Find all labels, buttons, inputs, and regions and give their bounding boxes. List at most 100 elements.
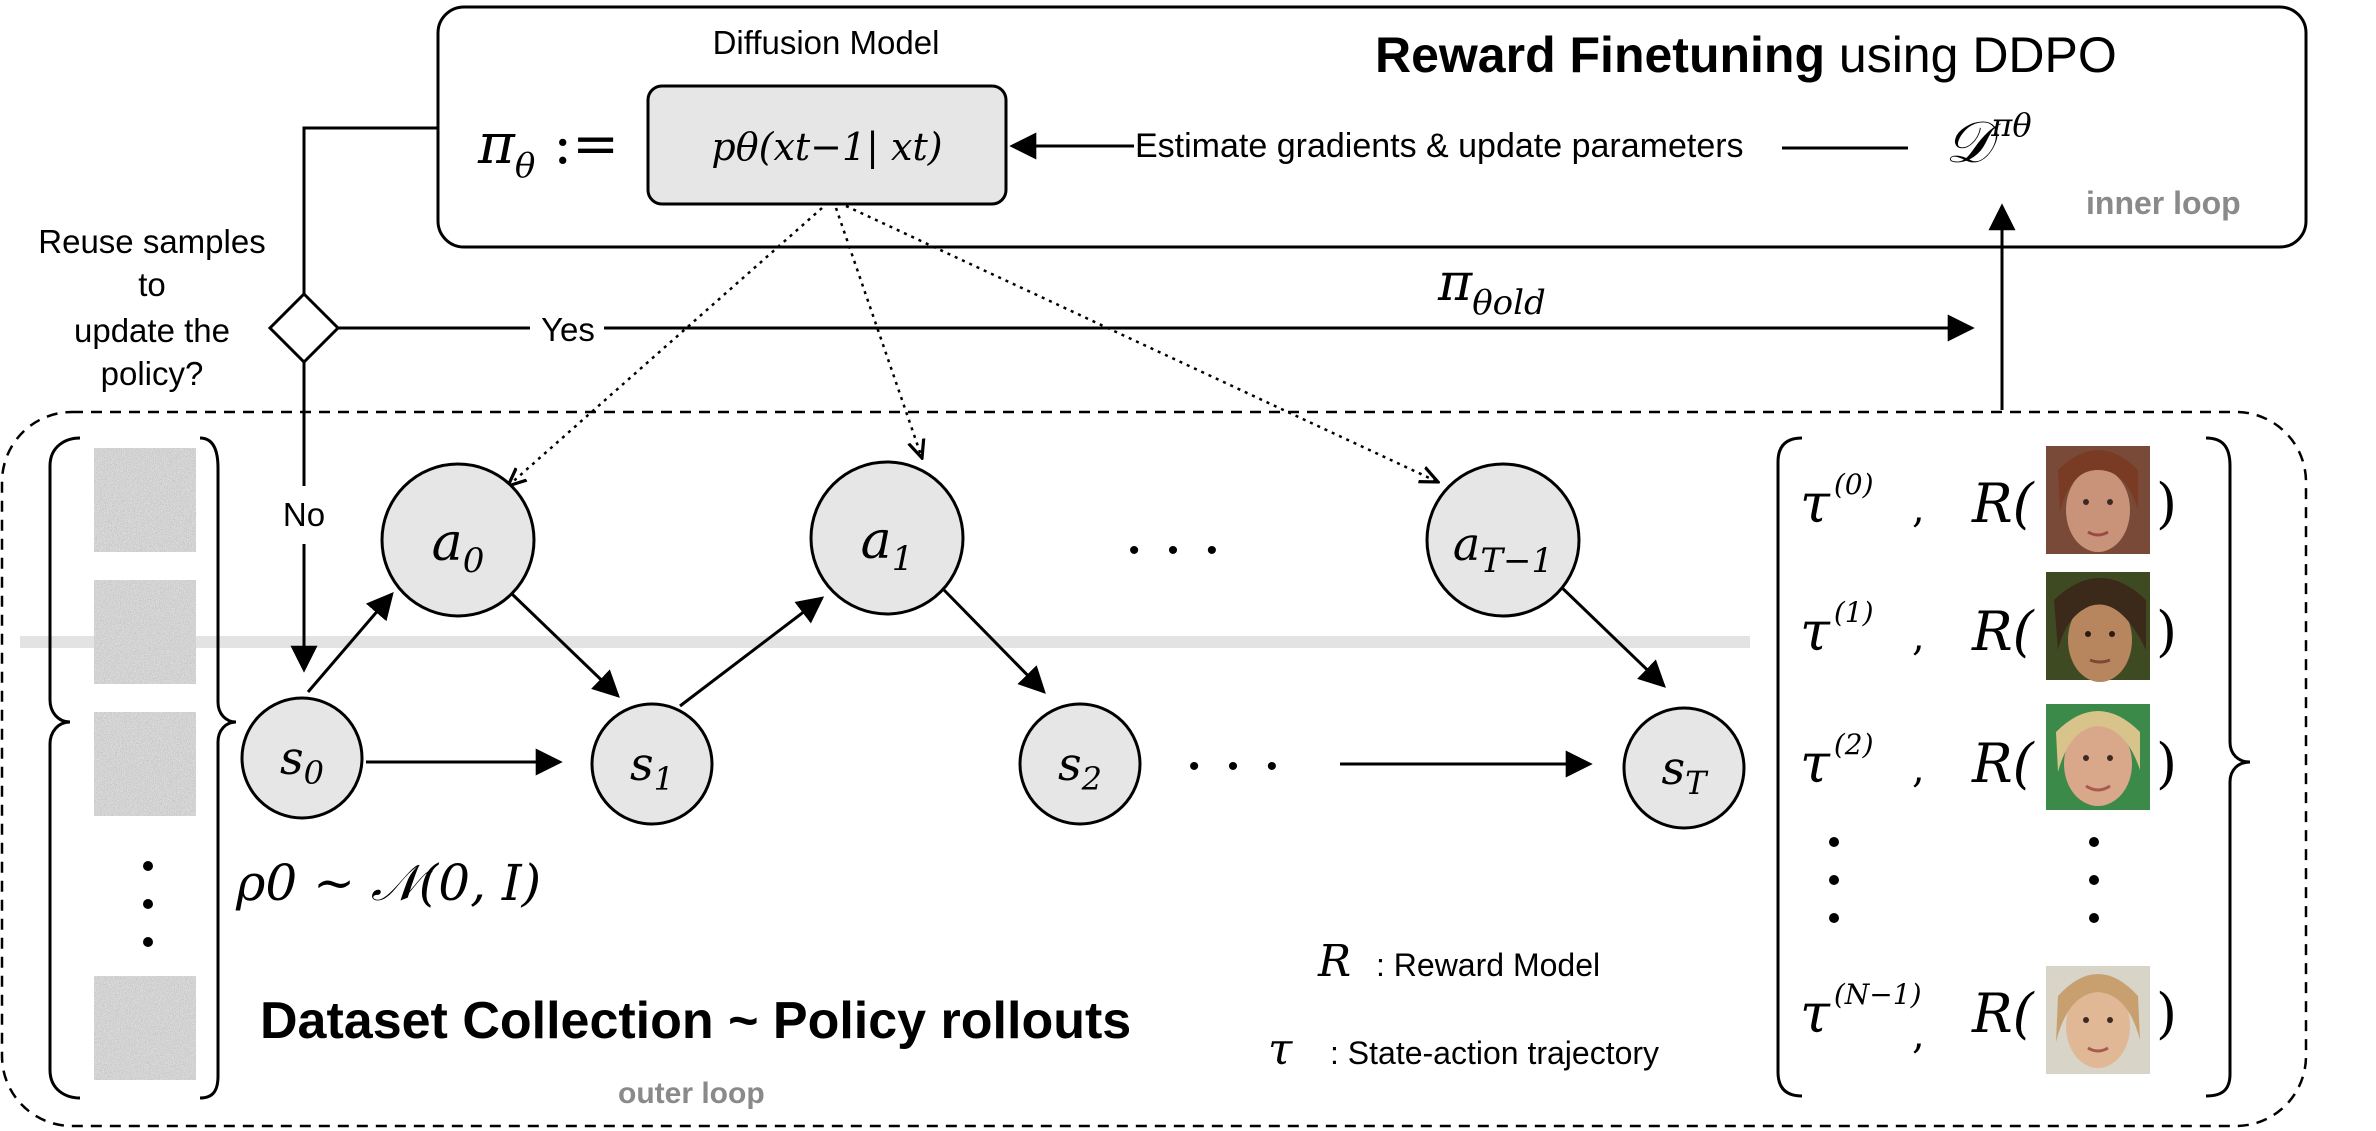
state-node: s0 xyxy=(240,696,364,820)
legend: R : Reward Model τ : State-action trajec… xyxy=(1268,936,1659,1075)
reward-close-paren: ) xyxy=(2156,472,2177,535)
trajectory-tau: τ(1) xyxy=(1800,596,1874,663)
state-circle xyxy=(590,702,714,826)
trajectory-reward: R( xyxy=(1971,600,2036,663)
inner-loop-panel: Reward Finetuning using DDPO inner loop … xyxy=(436,5,2308,249)
action-circle xyxy=(380,462,536,618)
trajectory-comma: , xyxy=(1912,746,1925,792)
right-brace-noise xyxy=(199,436,237,1100)
outer-loop-panel: ρ0 ~ 𝒩(0, I) Dataset Collection ~ Policy… xyxy=(0,410,2308,1128)
no-label-bg xyxy=(270,490,340,536)
trajectory-row: τ(0) , R( ) xyxy=(1800,446,2177,554)
traj-ellipsis-dot xyxy=(1829,913,1839,923)
noise-ellipsis-dot xyxy=(143,899,153,909)
legend-r-text: : Reward Model xyxy=(1376,947,1600,983)
state-node: s2 xyxy=(1018,702,1142,826)
trajectory-bracket-left xyxy=(1776,436,1803,1098)
state-circle xyxy=(1018,702,1142,826)
trajectory-row: τ(2) , R( ) xyxy=(1800,704,2177,810)
decision-diamond xyxy=(267,291,341,365)
dataset-symbol: 𝒟πθ xyxy=(1945,106,2032,176)
noise-image xyxy=(94,580,196,684)
action-ellipsis: • • • xyxy=(1129,534,1227,567)
yes-label-bg xyxy=(530,308,604,348)
decision-section: Reuse samples to update the policy? Yes … xyxy=(38,126,1975,673)
trajectory-comma: , xyxy=(1912,614,1925,660)
trajectory-row: τ(N−1) , R( ) xyxy=(1800,966,2177,1074)
trajectory-tau: τ(N−1) xyxy=(1800,978,1922,1045)
state-label: sT xyxy=(1662,741,1710,802)
model-to-action-arrows xyxy=(508,204,1438,486)
outer-panel-title: Dataset Collection ~ Policy rollouts xyxy=(260,992,1131,1050)
state-label: s1 xyxy=(630,737,674,798)
edge-a1-s2 xyxy=(942,588,1046,694)
noise-ellipsis-dot xyxy=(143,861,153,871)
traj-ellipsis-dot xyxy=(1829,875,1839,885)
mdp-graph: a0 a1 aT−1 s0 s1 s2 sT • • • • • • xyxy=(240,203,2016,830)
reward-ellipsis-dot xyxy=(2089,837,2099,847)
action-label: a0 xyxy=(432,513,485,581)
decision-question: Reuse samples to update the policy? xyxy=(38,223,265,392)
no-label: No xyxy=(283,496,325,533)
action-label: aT−1 xyxy=(1453,517,1553,581)
trajectory-reward: R( xyxy=(1971,732,2036,795)
background-band xyxy=(20,636,1750,648)
trajectory-comma: , xyxy=(1912,1012,1925,1058)
diffusion-model-caption: Diffusion Model xyxy=(713,24,940,61)
dotted-arrow-a0 xyxy=(508,207,823,486)
question-line: Reuse samples xyxy=(38,223,265,260)
noise-image xyxy=(94,712,196,816)
noise-image xyxy=(94,976,196,1080)
reward-close-paren: ) xyxy=(2156,600,2177,663)
edge-a0-s1 xyxy=(510,592,620,698)
update-label: Estimate gradients & update parameters xyxy=(1135,127,1744,165)
trajectory-tau: τ(2) xyxy=(1800,728,1874,795)
legend-r-symbol: R xyxy=(1317,936,1351,987)
noise-image xyxy=(94,448,196,552)
state-circle xyxy=(1622,706,1746,830)
policy-definition: πθ:= xyxy=(477,112,619,186)
reward-close-paren: ) xyxy=(2156,732,2177,795)
trajectory-reward: R( xyxy=(1971,472,2036,535)
face-image xyxy=(2046,704,2150,810)
trajectory-tau: τ(0) xyxy=(1800,468,1874,535)
left-brace xyxy=(48,436,81,1100)
action-label: a1 xyxy=(861,511,914,579)
reward-close-paren: ) xyxy=(2156,982,2177,1045)
diffusion-model-box xyxy=(646,84,1008,206)
action-node: aT−1 xyxy=(1425,462,1581,618)
action-node: a0 xyxy=(380,462,536,618)
state-label: s0 xyxy=(280,731,324,792)
traj-ellipsis-dot xyxy=(1829,837,1839,847)
state-node: s1 xyxy=(590,702,714,826)
reward-ellipsis-dot xyxy=(2089,913,2099,923)
legend-tau-symbol: τ xyxy=(1268,1024,1293,1075)
noise-ellipsis-dot xyxy=(143,937,153,947)
edge-aT-sT xyxy=(1554,580,1666,688)
question-line: policy? xyxy=(101,355,204,392)
old-policy-label: πθold xyxy=(1437,253,1546,323)
initial-distribution: ρ0 ~ 𝒩(0, I) xyxy=(235,854,541,912)
legend-tau-text: : State-action trajectory xyxy=(1330,1035,1659,1071)
trajectory-reward: R( xyxy=(1971,982,2036,1045)
state-label: s2 xyxy=(1058,737,1102,798)
state-circle xyxy=(240,696,364,820)
edge-s0-a0 xyxy=(306,591,394,693)
state-node: sT xyxy=(1622,706,1746,830)
action-circle xyxy=(1425,462,1581,618)
face-image xyxy=(2046,446,2150,554)
question-line: to xyxy=(138,266,166,303)
yes-label: Yes xyxy=(541,311,595,348)
trajectory-row: τ(1) , R( ) xyxy=(1800,572,2177,682)
face-image xyxy=(2046,572,2150,682)
decision-connector xyxy=(302,126,438,294)
outer-panel-border xyxy=(0,410,2308,1128)
inner-loop-label: inner loop xyxy=(2086,185,2241,221)
state-ellipsis: • • • xyxy=(1189,750,1287,783)
action-node: a1 xyxy=(809,460,965,616)
question-line: update the xyxy=(74,312,230,349)
model-formula: pθ(xt−1| xt) xyxy=(711,125,942,169)
reward-ellipsis-dot xyxy=(2089,875,2099,885)
dotted-arrow-aT xyxy=(845,204,1438,482)
